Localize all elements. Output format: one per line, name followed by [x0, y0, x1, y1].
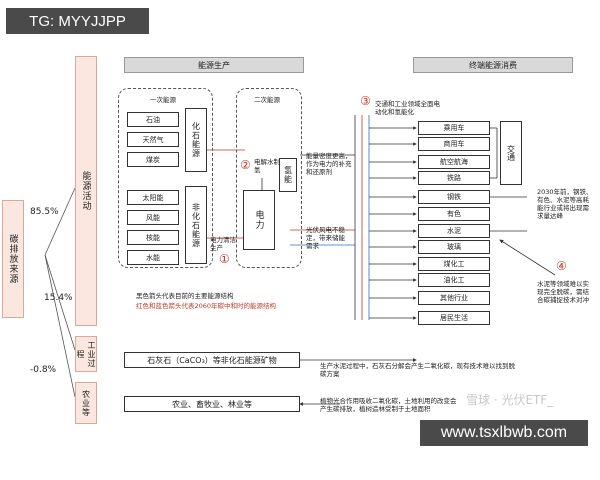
- nonfossil-item-wind-label: 风能: [146, 213, 160, 222]
- watermark-faint: 雪球 · 光伏ETF_: [466, 393, 554, 407]
- hydrogen-box: 氢能: [279, 158, 297, 192]
- url-watermark: www.tsxlbwb.com: [420, 420, 588, 446]
- transport-group-box: 交通: [500, 121, 522, 185]
- header-production: 能源生产: [124, 57, 304, 73]
- note-cement-hard: 水泥等领域难以实现完全脱碳，需结合碳捕捉技术对冲: [537, 280, 589, 304]
- fossil-item-oil: 石油: [127, 112, 179, 127]
- agri-box-label: 农业、畜牧业、林业等: [172, 399, 252, 409]
- transport-item-rail-label: 铁路: [447, 174, 461, 182]
- fossil-group-label: 化石能源: [191, 122, 201, 158]
- legend-colored: 红色和蓝色箭头代表2060年碳中和时的能源结构: [136, 302, 277, 310]
- header-production-label: 能源生产: [198, 60, 230, 70]
- circled-one: ①: [219, 252, 230, 266]
- nonfossil-group: 非化石能源: [185, 186, 207, 264]
- fossil-item-coal-label: 煤炭: [146, 155, 160, 164]
- agriculture-label: 农业等: [81, 389, 91, 417]
- electricity-box: 电力: [243, 190, 275, 250]
- note-plant-absorb: 植物光合作用吸收二氧化碳，土地利用的改变会产生碳排放，植树造林受制于土地面积: [320, 397, 457, 413]
- industry-item-steel-label: 钢铁: [447, 193, 461, 201]
- carbon-source-box: 碳排放来源: [2, 200, 24, 318]
- energy-activity-label: 能源活动: [80, 171, 91, 211]
- industry-process-label: 工业过程: [76, 340, 96, 368]
- pct-agri: -0.8%: [30, 365, 57, 375]
- note-transport: 交通和工业领域全面电动化和氢能化: [375, 100, 440, 116]
- transport-item-aviation-label: 航空航海: [440, 158, 468, 166]
- energy-activity-box: 能源活动: [75, 56, 97, 326]
- legend-black: 黑色箭头代表目前的主要能源结构: [136, 292, 234, 300]
- industry-item-glass: 玻璃: [418, 240, 490, 254]
- nonfossil-item-wind: 风能: [127, 210, 179, 225]
- note-steel-2030: 2030年前，钢铁、有色、水泥等高耗能行业或将出现需求量达峰: [537, 188, 593, 220]
- pct-energy: 85.5%: [30, 207, 59, 217]
- industry-item-oil-chem-label: 油化工: [443, 276, 465, 284]
- nonfossil-item-hydro-label: 水能: [146, 253, 160, 262]
- secondary-energy-title: 二次能源: [254, 96, 280, 104]
- fossil-item-gas-label: 天然气: [142, 135, 164, 144]
- fossil-item-oil-label: 石油: [146, 115, 160, 124]
- industry-item-residential-label: 居民生活: [440, 314, 468, 322]
- primary-energy-region: [118, 88, 213, 268]
- fossil-item-coal: 煤炭: [127, 152, 179, 167]
- industry-item-nonferrous: 有色: [418, 207, 490, 221]
- transport-item-rail: 铁路: [418, 171, 490, 185]
- industry-item-cement: 水泥: [418, 224, 490, 238]
- header-consumption-label: 终端能源消费: [469, 60, 517, 70]
- limestone-label: 石灰石（CaCO₃）等非化石能源矿物: [147, 355, 277, 365]
- industry-item-steel: 钢铁: [418, 190, 490, 204]
- transport-item-commercial: 商用车: [418, 137, 490, 151]
- transport-group-label: 交通: [506, 145, 516, 161]
- industry-process-box: 工业过程: [75, 336, 97, 372]
- note-pv-wind: 光伏风电不稳定，带来储能需求: [306, 226, 345, 250]
- nonfossil-item-nuclear: 核能: [127, 230, 179, 245]
- electricity-label: 电力: [253, 210, 264, 230]
- transport-item-aviation: 航空航海: [418, 155, 490, 169]
- hydrogen-label: 氢能: [283, 166, 293, 184]
- carbon-source-label: 碳排放来源: [7, 234, 18, 284]
- power-clean-label: 电力清洁生产: [210, 236, 236, 252]
- fossil-item-gas: 天然气: [127, 132, 179, 147]
- nonfossil-item-solar: 太阳能: [127, 190, 179, 205]
- secondary-energy-region: [236, 88, 302, 268]
- industry-item-other-label: 其他行业: [440, 294, 468, 302]
- circled-four: ④: [556, 259, 567, 273]
- industry-item-coal-chem: 煤化工: [418, 257, 490, 271]
- industry-item-nonferrous-label: 有色: [447, 210, 461, 218]
- nonfossil-item-hydro: 水能: [127, 250, 179, 265]
- header-consumption: 终端能源消费: [413, 57, 573, 73]
- limestone-box: 石灰石（CaCO₃）等非化石能源矿物: [124, 352, 300, 368]
- nonfossil-item-solar-label: 太阳能: [142, 193, 164, 202]
- industry-item-other: 其他行业: [418, 291, 490, 305]
- industry-item-glass-label: 玻璃: [447, 243, 461, 251]
- transport-item-commercial-label: 商用车: [443, 140, 465, 148]
- agri-box: 农业、畜牧业、林业等: [124, 396, 300, 412]
- industry-item-coal-chem-label: 煤化工: [443, 260, 465, 268]
- industry-item-oil-chem: 油化工: [418, 273, 490, 287]
- note-cement-process: 生产水泥过程中，石灰石分解会产生二氧化碳，现有技术难以找到脱碳方案: [320, 362, 515, 378]
- industry-item-cement-label: 水泥: [447, 227, 461, 235]
- circled-three: ③: [360, 94, 371, 108]
- nonfossil-item-nuclear-label: 核能: [146, 233, 160, 242]
- industry-item-residential: 居民生活: [418, 311, 490, 325]
- pct-industry: 15.4%: [44, 293, 73, 303]
- agriculture-box: 农业等: [75, 382, 97, 424]
- nonfossil-group-label: 非化石能源: [191, 202, 201, 248]
- transport-item-passenger-label: 乘用车: [443, 124, 465, 132]
- transport-item-passenger: 乘用车: [418, 121, 490, 135]
- corner-tag: TG: MYYJJPP: [6, 8, 149, 34]
- note-density: 能量密度更高，作为电力的补充和还原剂: [306, 152, 352, 176]
- circled-two: ②: [240, 158, 251, 172]
- fossil-group: 化石能源: [185, 108, 207, 172]
- electrolysis-label: 电解水制氢: [254, 158, 280, 174]
- primary-energy-title: 一次能源: [150, 96, 176, 104]
